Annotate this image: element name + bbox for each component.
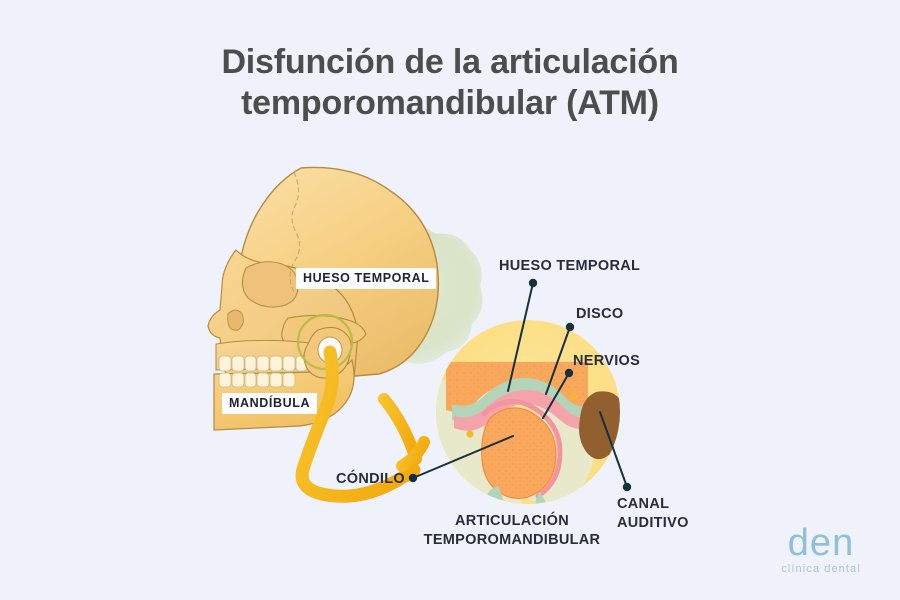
ear-canal [579,391,620,460]
cranial-suture [289,171,301,293]
tmj-detail-circle [436,320,620,504]
label-nervios: NERVIOS [573,353,641,369]
label-canal-auditivo-line-1: CANAL [617,496,670,512]
condyle-texture [481,407,556,499]
eye-socket [241,261,299,308]
joint-marker-circle [296,313,354,371]
zoom-arrow-body [295,345,421,503]
label-atm-line-1: ARTICULACIÓN [455,513,569,529]
page-title: Disfunción de la articulación temporoman… [0,42,900,125]
lower-teeth [218,372,296,388]
brand-logo-mark: den [787,522,855,564]
condyle-capsule-ring [481,398,563,499]
leader-nervios-main [542,372,570,419]
page-title-line-1: Disfunción de la articulación [221,43,679,81]
zoom-arrow [295,345,430,503]
callout-leader-lines [408,278,632,492]
leader-hueso-temporal [507,282,534,392]
nasal-aperture [227,309,244,331]
leader-condilo [412,435,514,479]
nerve-dot-1 [466,430,474,438]
brand-logo-subtitle: clínica dental [781,563,861,575]
leader-disco [545,326,571,395]
label-canal-auditivo-line-2: AUDITIVO [617,514,689,531]
label-atm-line-2: TEMPOROMANDIBULAR [423,531,601,548]
zoom-arrow-barb [396,436,430,472]
label-articulacion-temporomandibular: ARTICULACIÓN TEMPOROMANDIBULAR [412,512,612,549]
label-condilo: CÓNDILO [336,471,405,487]
nerve-dot-2 [570,392,578,400]
upper-teeth [218,355,308,372]
label-hueso-temporal-detail: HUESO TEMPORAL [499,258,641,274]
label-mandibula: MANDÍBULA [222,393,318,414]
leader-canal-auditivo [599,411,628,488]
label-canal-auditivo: CANAL AUDITIVO [617,495,689,532]
page-title-line-2: temporomandibular (ATM) [241,84,659,123]
label-disco: DISCO [576,306,624,322]
brand-logo: den clínica dental [766,524,876,575]
label-hueso-temporal-skull: HUESO TEMPORAL [296,268,437,289]
